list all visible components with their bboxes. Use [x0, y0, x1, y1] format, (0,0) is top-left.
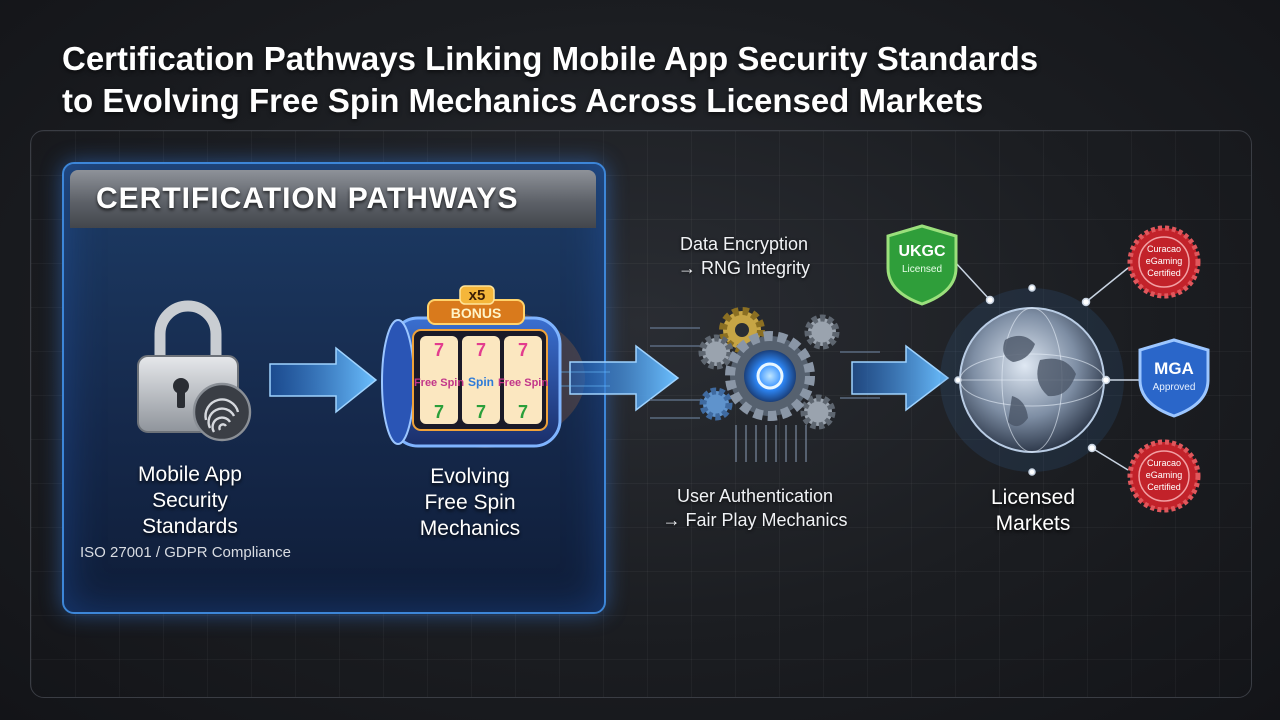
ukgc-badge	[886, 224, 958, 306]
mga-badge-subtitle: Approved	[1153, 382, 1196, 393]
markets-label-line-2: Markets	[995, 512, 1071, 535]
ukgc-badge-subtitle: Licensed	[902, 264, 942, 275]
network-links	[954, 261, 1140, 476]
title-line-1: Certification Pathways Linking Mobile Ap…	[62, 40, 1039, 77]
curacao-bottom-line-1: Curacao	[1147, 458, 1181, 468]
gears-top-caption: Data Encryption → RNG Integrity	[654, 232, 834, 280]
gears-bottom-caption-line-1: User Authentication	[676, 486, 834, 506]
slot-label-line-2: Free Spin	[424, 491, 516, 514]
curacao-top-line-2: eGaming	[1146, 256, 1183, 266]
slot-multiplier: x5	[469, 287, 486, 304]
security-label-line-3: Standards	[142, 515, 238, 538]
mga-badge	[1138, 338, 1210, 418]
slot-label-line-3: Mechanics	[419, 517, 521, 540]
security-label-line-1: Mobile App	[138, 463, 242, 486]
slot-machine-icon: 7 7 7 7 7 7	[381, 285, 585, 448]
slot-reel-text-1: Free Spin	[414, 377, 464, 389]
gears-bottom-caption-line-2: → Fair Play Mechanics	[662, 510, 848, 530]
gears-icon	[650, 307, 880, 462]
mga-badge-title: MGA	[1154, 359, 1194, 378]
globe-icon	[940, 288, 1124, 472]
security-standards-label: Mobile App Security Standards	[100, 462, 280, 540]
slot-label-line-1: Evolving	[430, 465, 510, 488]
free-spin-mechanics-label: Evolving Free Spin Mechanics	[388, 464, 552, 542]
flow-arrow-1	[269, 346, 378, 414]
flow-arrow-3	[851, 344, 950, 412]
flow-arrow-2	[560, 344, 680, 412]
slot-reel-text-2: Spin	[468, 375, 494, 389]
curacao-bottom-line-2: eGaming	[1146, 470, 1183, 480]
page-title: Certification Pathways Linking Mobile Ap…	[62, 38, 1222, 122]
curacao-top-line-1: Curacao	[1147, 244, 1181, 254]
svg-text:7: 7	[518, 340, 528, 360]
curacao-badge-bottom	[1127, 439, 1201, 513]
fingerprint-icon	[192, 382, 252, 442]
svg-text:7: 7	[518, 402, 528, 422]
compliance-note: ISO 27001 / GDPR Compliance	[80, 544, 291, 561]
curacao-top-line-3: Certified	[1147, 268, 1181, 278]
curacao-badge-top	[1127, 225, 1201, 299]
svg-text:7: 7	[434, 340, 444, 360]
curacao-bottom-line-3: Certified	[1147, 482, 1181, 492]
svg-text:7: 7	[434, 402, 444, 422]
gears-top-caption-line-1: Data Encryption	[679, 234, 809, 254]
gears-top-caption-line-2: → RNG Integrity	[677, 258, 811, 278]
licensed-markets-label: Licensed Markets	[960, 485, 1106, 537]
markets-label-line-1: Licensed	[990, 486, 1076, 509]
gears-bottom-caption: User Authentication → Fair Play Mechanic…	[640, 484, 870, 532]
slot-reel-text-3: Free Spin	[498, 377, 548, 389]
slot-bonus-label: BONUS	[451, 305, 502, 321]
svg-text:7: 7	[476, 402, 486, 422]
panel-heading: CERTIFICATION PATHWAYS	[70, 170, 596, 228]
security-label-line-2: Security	[152, 489, 228, 512]
title-line-2: to Evolving Free Spin Mechanics Across L…	[62, 82, 984, 119]
svg-text:7: 7	[476, 340, 486, 360]
ukgc-badge-title: UKGC	[898, 243, 946, 260]
